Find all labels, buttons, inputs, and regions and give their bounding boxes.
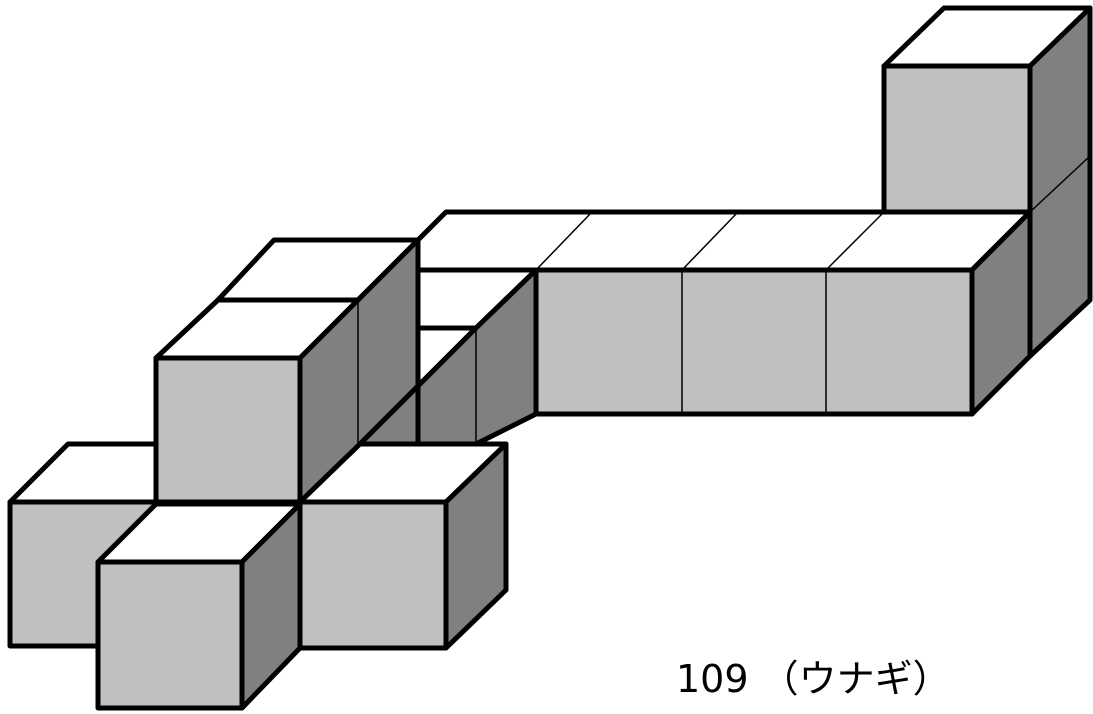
bar-top-divider <box>535 211 593 271</box>
bar-top-divider <box>681 211 739 271</box>
tower-side-divider <box>1029 155 1091 213</box>
bar-top-face <box>415 209 1033 273</box>
tower-front-face <box>881 63 1033 215</box>
front-cube-side-face <box>239 501 303 711</box>
lower-right-side-face <box>443 441 509 651</box>
tower-right-face <box>1027 5 1093 359</box>
upper-left-front-face <box>153 355 303 505</box>
lower-left-rear-top <box>7 441 159 505</box>
bar-top-divider <box>825 211 885 271</box>
lower-right-front-face <box>297 499 449 651</box>
figure-caption: 109 （ウナギ） <box>676 657 951 701</box>
front-cube-front-face <box>95 559 245 711</box>
bar-front-face <box>533 267 975 417</box>
